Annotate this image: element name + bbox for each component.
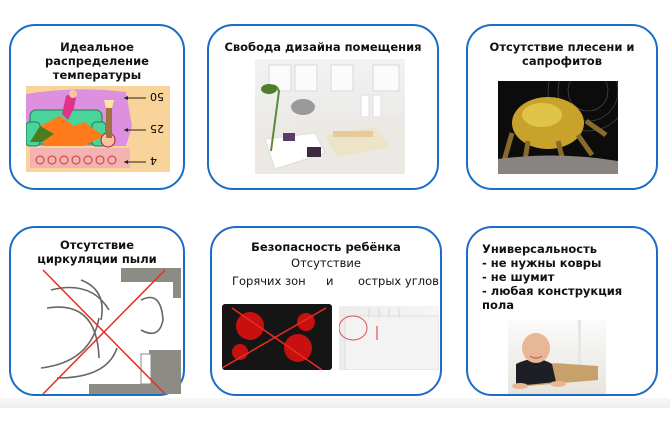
title-line: распределение bbox=[45, 54, 149, 68]
interior-photo bbox=[255, 59, 405, 174]
title-line: Отсутствие плесени и bbox=[489, 40, 635, 54]
bottom-shadow-strip bbox=[0, 398, 670, 408]
title-line: сапрофитов bbox=[522, 54, 602, 68]
card-no-mold: Отсутствие плесени и сапрофитов bbox=[466, 24, 658, 190]
label-sharp-corners: острых углов bbox=[358, 274, 439, 288]
title-line: циркуляции пыли bbox=[37, 252, 157, 266]
family-temperature-illustration: 50 25 4 bbox=[26, 86, 170, 172]
title-line: Идеальное bbox=[60, 40, 134, 54]
list-item: - не нужны ковры bbox=[482, 256, 602, 270]
title-line: Отсутствие bbox=[59, 238, 135, 252]
list-item: пола bbox=[482, 298, 515, 312]
card-title: Свобода дизайна помещения bbox=[224, 40, 422, 54]
dust-mite-photo bbox=[498, 81, 618, 174]
air-circulation-diagram bbox=[41, 268, 181, 396]
hot-stove-photo bbox=[222, 304, 332, 370]
card-title: Отсутствие циркуляции пыли bbox=[11, 238, 183, 266]
temp-label-top: 50 bbox=[150, 90, 164, 103]
list-item: - не шумит bbox=[482, 270, 555, 284]
card-no-dust-circulation: Отсутствие циркуляции пыли bbox=[9, 226, 185, 396]
card-title: Идеальное распределение температуры bbox=[11, 40, 183, 82]
card-subtitle: Отсутствие bbox=[291, 256, 361, 270]
title-line: температуры bbox=[52, 68, 142, 82]
card-universality: Универсальность - не нужны ковры - не шу… bbox=[466, 226, 658, 396]
list-item: - любая конструкция bbox=[482, 284, 623, 298]
card-temperature: Идеальное распределение температуры 50 2… bbox=[9, 24, 185, 190]
card-design-freedom: Свобода дизайна помещения bbox=[207, 24, 439, 190]
card-title: Безопасность ребёнка bbox=[251, 240, 401, 254]
label-hot-zones: Горячих зон bbox=[232, 274, 306, 288]
temp-label-bottom: 4 bbox=[150, 154, 157, 167]
list-title: Универсальность bbox=[482, 242, 598, 256]
card-child-safety: Безопасность ребёнка Отсутствие Горячих … bbox=[210, 226, 442, 396]
radiator-photo bbox=[339, 306, 439, 370]
temp-label-mid: 25 bbox=[150, 122, 164, 135]
card-title: Отсутствие плесени и сапрофитов bbox=[468, 40, 656, 68]
label-and: и bbox=[326, 274, 334, 288]
baby-photo bbox=[508, 320, 606, 394]
features-list: Универсальность - не нужны ковры - не шу… bbox=[482, 242, 622, 312]
